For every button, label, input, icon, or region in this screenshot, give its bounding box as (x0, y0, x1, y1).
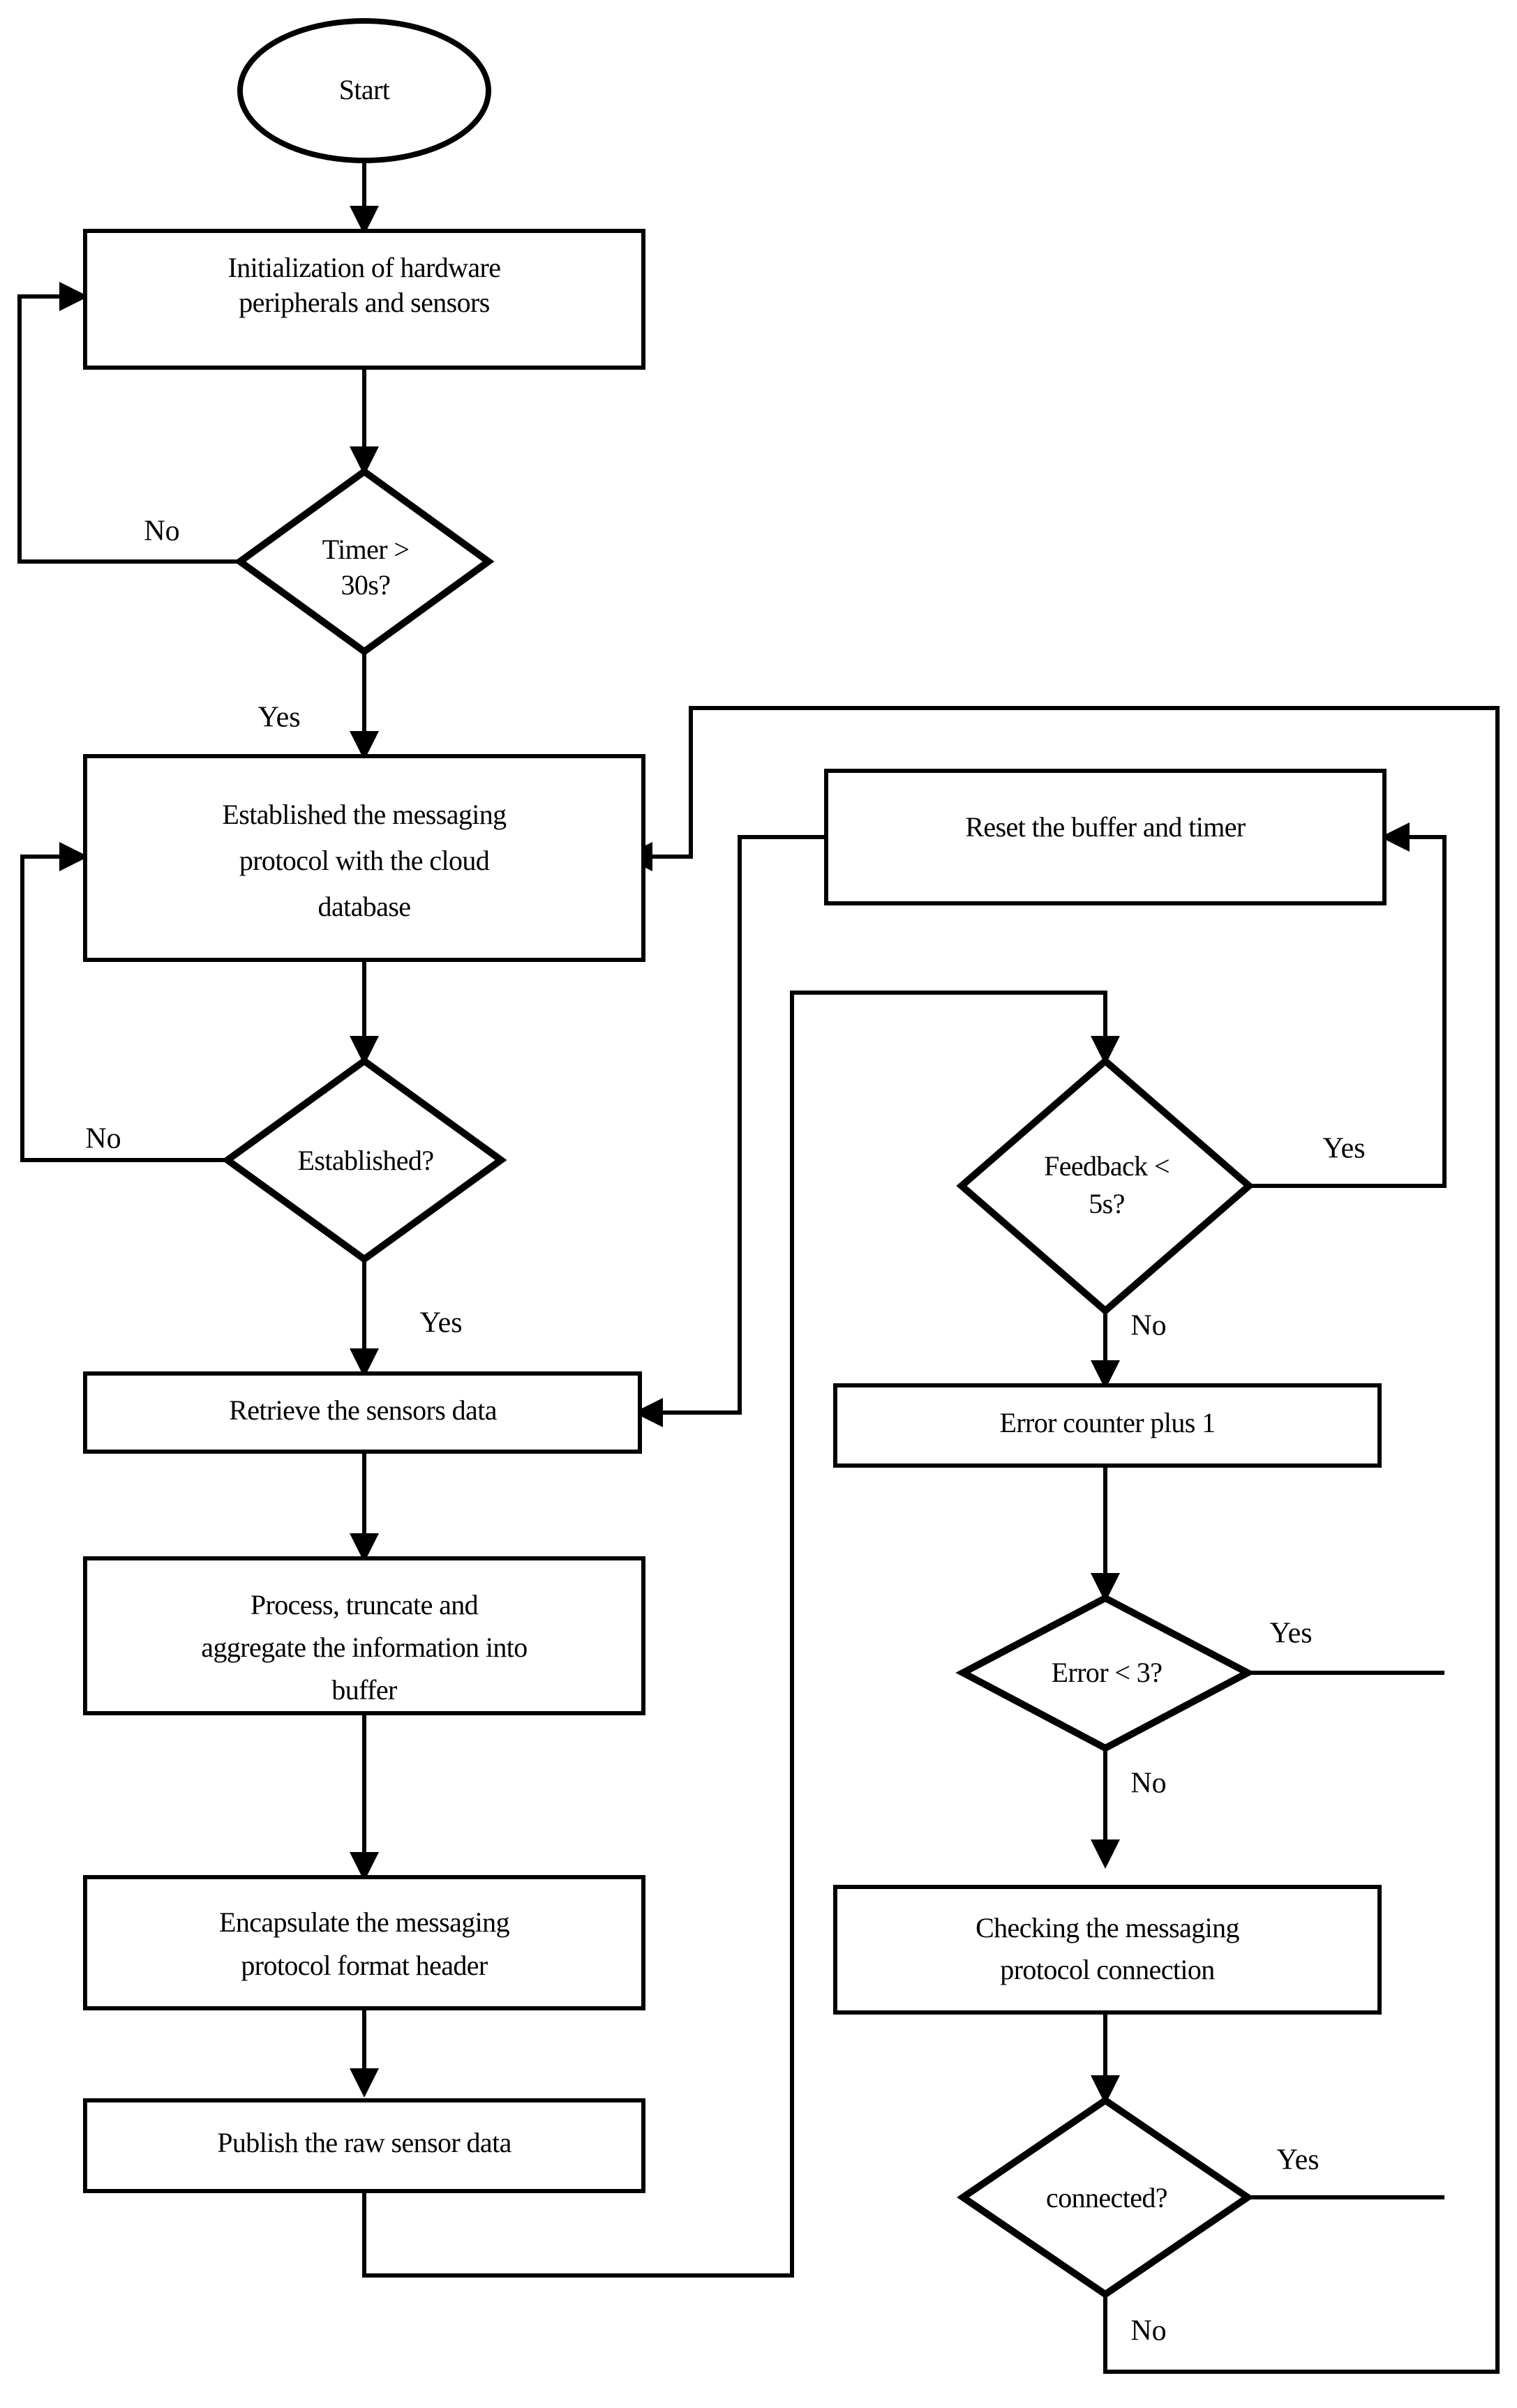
edge-feedback-yes-to-reset (1249, 822, 1447, 1188)
edge-label-timer-no: No (144, 516, 179, 548)
node-feedback-line1: Feedback < (1044, 1150, 1169, 1182)
node-reset-line1: Reset the buffer and timer (965, 811, 1246, 843)
edge-label-established-yes: Yes (419, 1307, 462, 1339)
node-publish-data[interactable]: Publish the raw sensor data (83, 2098, 645, 2193)
edge-publish-to-feedback (362, 991, 1120, 2278)
node-establish-line1: Established the messaging (222, 799, 507, 830)
edge-label-connected-no: No (1130, 2315, 1166, 2347)
edge-label-error-no: No (1130, 1768, 1166, 1800)
node-publish-line1: Publish the raw sensor data (217, 2127, 511, 2158)
edge-connectedq-no-to-bus (623, 706, 1500, 2374)
node-initialization-line2: peripherals and sensors (239, 287, 489, 318)
node-start[interactable]: Start (237, 18, 491, 163)
node-establish-protocol[interactable]: Established the messaging protocol with … (83, 754, 645, 962)
node-connectedq-line1: connected? (1046, 2182, 1167, 2213)
node-connected-decision[interactable]: connected? (957, 2095, 1254, 2299)
node-process-line2: aggregate the information into (201, 1632, 527, 1663)
edge-timer-no-to-init (17, 282, 237, 564)
node-timer-decision[interactable]: Timer > 30s? (234, 467, 495, 656)
edge-label-timer-yes: Yes (257, 702, 300, 734)
node-process-aggregate[interactable]: Process, truncate and aggregate the info… (83, 1556, 645, 1715)
edge-label-error-yes: Yes (1269, 1618, 1312, 1650)
node-established-decision[interactable]: Established? (221, 1056, 507, 1264)
node-encapsulate-line1: Encapsulate the messaging (219, 1906, 510, 1938)
node-feedback-line2: 5s? (1089, 1188, 1125, 1219)
node-timer-line2: 30s? (341, 569, 391, 601)
edge-label-established-no: No (85, 1123, 121, 1155)
node-error-decision[interactable]: Error < 3? (955, 1594, 1255, 1752)
edge-label-connected-yes: Yes (1276, 2144, 1319, 2176)
node-establish-line2: protocol with the cloud (239, 845, 490, 876)
node-checking-connection[interactable]: Checking the messaging protocol connecti… (833, 1885, 1382, 2015)
node-establishedq-line1: Established? (298, 1145, 434, 1176)
node-establish-line3: database (318, 891, 411, 922)
node-error-counter[interactable]: Error counter plus 1 (833, 1383, 1382, 1468)
node-initialization[interactable]: Initialization of hardware peripherals a… (83, 229, 645, 370)
node-encapsulate[interactable]: Encapsulate the messaging protocol forma… (83, 1875, 645, 2010)
node-timer-line1: Timer > (322, 534, 410, 565)
node-reset-buffer[interactable]: Reset the buffer and timer (824, 769, 1387, 905)
edge-reset-to-retrieve (634, 835, 825, 1427)
node-checking-line2: protocol connection (1000, 1954, 1215, 1985)
node-process-line1: Process, truncate and (251, 1589, 479, 1620)
node-process-line3: buffer (331, 1674, 397, 1706)
node-retrieve-line1: Retrieve the sensors data (229, 1394, 498, 1426)
node-errorq-line1: Error < 3? (1052, 1657, 1163, 1688)
node-initialization-line1: Initialization of hardware (228, 252, 501, 283)
node-encapsulate-line2: protocol format header (241, 1950, 488, 1981)
node-errorcounter-line1: Error counter plus 1 (999, 1407, 1215, 1438)
node-checking-line1: Checking the messaging (976, 1912, 1239, 1943)
node-start-label: Start (339, 74, 390, 105)
node-retrieve-sensors[interactable]: Retrieve the sensors data (83, 1371, 642, 1454)
edge-label-feedback-yes: Yes (1322, 1133, 1365, 1165)
edge-label-feedback-no: No (1130, 1310, 1166, 1342)
edge-establishedq-no-to-establish (20, 842, 230, 1162)
node-feedback-decision[interactable]: Feedback < 5s? (956, 1056, 1255, 1316)
